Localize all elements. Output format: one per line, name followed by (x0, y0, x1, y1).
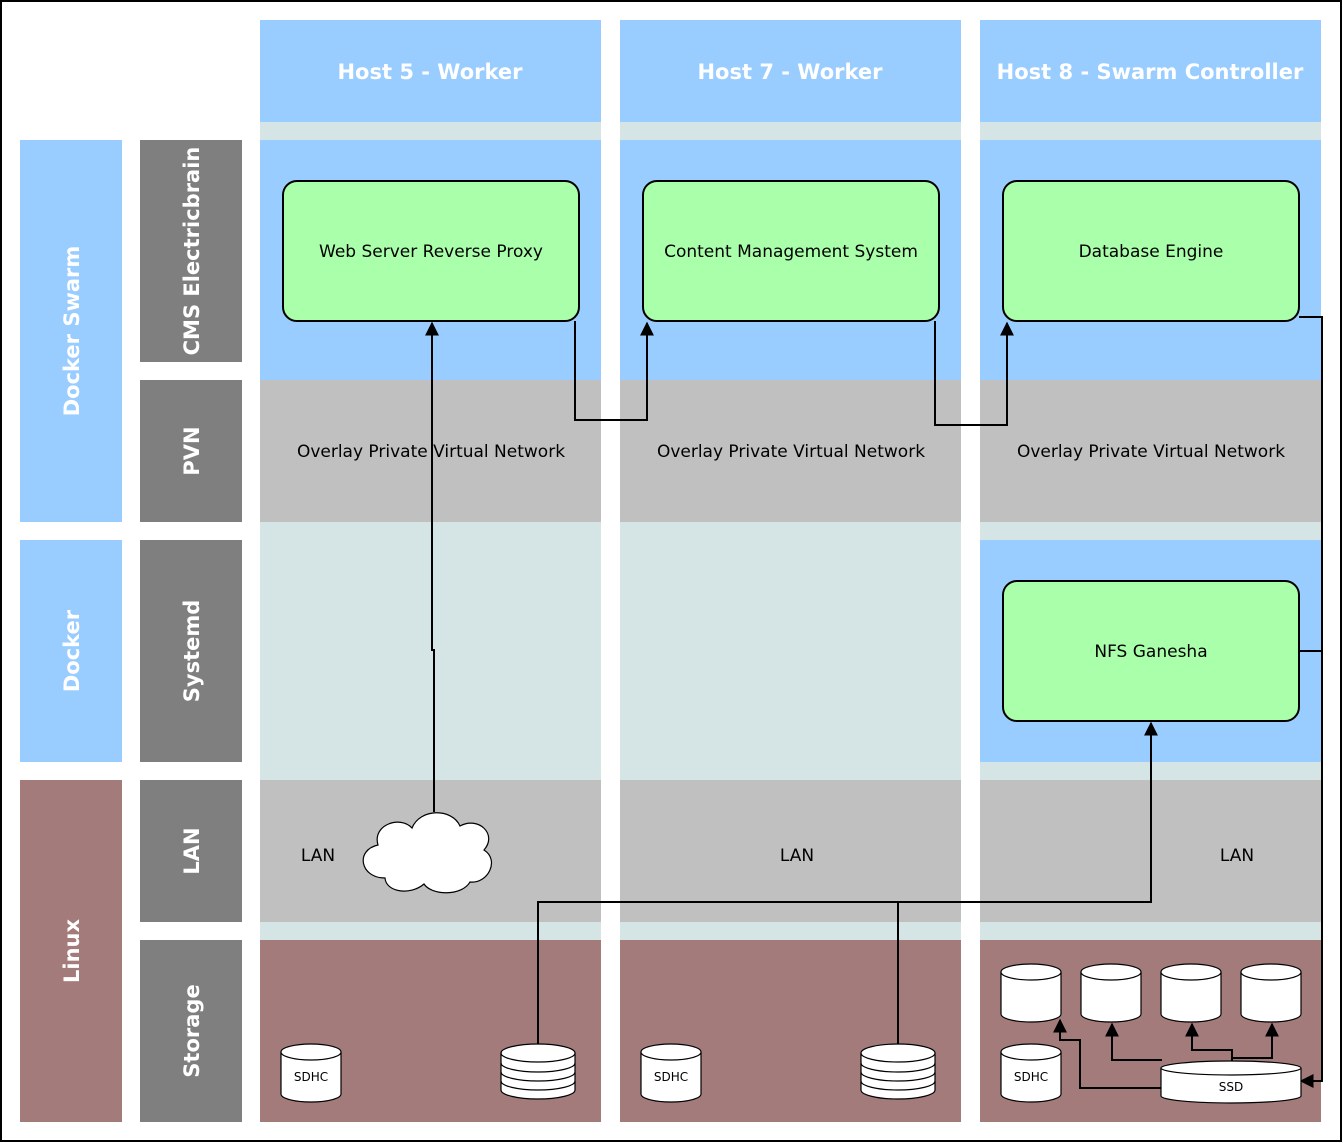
service-nfs-ganesha-label: NFS Ganesha (1094, 642, 1207, 662)
layer-systemd-label: Systemd (180, 600, 204, 703)
layer-lan (140, 780, 242, 922)
service-database-label: Database Engine (1079, 242, 1224, 262)
group-docker-label: Docker (60, 609, 84, 692)
service-cms[interactable] (642, 180, 940, 322)
hdd-disk-icon (1240, 963, 1302, 1023)
sdhc-label-host7: SDHC (654, 1070, 688, 1084)
hdd-disk-icon (1080, 963, 1142, 1023)
group-linux-label: Linux (60, 919, 84, 983)
layer-storage-label: Storage (180, 984, 204, 1077)
layer-pvn (140, 380, 242, 522)
sdhc-disk-icon (640, 1043, 702, 1103)
layer-storage (140, 940, 242, 1122)
service-reverse-proxy[interactable] (282, 180, 580, 322)
disk-array-icon (500, 1043, 576, 1100)
service-database[interactable] (1002, 180, 1300, 322)
layer-systemd (140, 540, 242, 762)
layer-cms-label: CMS Electricbrain (180, 147, 204, 356)
host-7-header: Host 7 - Worker (697, 60, 883, 84)
host-8-header: Host 8 - Swarm Controller (997, 60, 1304, 84)
overlay-network-host8: Overlay Private Virtual Network (1017, 442, 1285, 462)
sdhc-disk-icon (1000, 1043, 1062, 1103)
ssd-label: SSD (1219, 1080, 1243, 1094)
host-5-header: Host 5 - Worker (337, 60, 523, 84)
service-cms-label: Content Management System (664, 242, 918, 262)
group-docker (20, 540, 122, 762)
group-linux (20, 780, 122, 1122)
disk-array-icon (860, 1043, 936, 1100)
hdd-disk-icon (1000, 963, 1062, 1023)
ssd-disk-icon (1160, 1060, 1302, 1104)
layer-cms (140, 140, 242, 362)
sdhc-disk-icon (280, 1043, 342, 1103)
internet-cloud-icon (362, 812, 492, 894)
group-docker-swarm (20, 140, 122, 522)
layer-pvn-label: PVN (180, 426, 204, 475)
layer-lan-label: LAN (180, 827, 204, 874)
lan-label-host5: LAN (301, 846, 335, 866)
overlay-network-host7: Overlay Private Virtual Network (657, 442, 925, 462)
hdd-disk-icon (1160, 963, 1222, 1023)
service-reverse-proxy-label: Web Server Reverse Proxy (319, 242, 543, 262)
sdhc-label-host8: SDHC (1014, 1070, 1048, 1084)
lan-label-host7: LAN (780, 846, 814, 866)
lan-label-host8: LAN (1220, 846, 1254, 866)
group-docker-swarm-label: Docker Swarm (60, 246, 84, 417)
sdhc-label-host5: SDHC (294, 1070, 328, 1084)
